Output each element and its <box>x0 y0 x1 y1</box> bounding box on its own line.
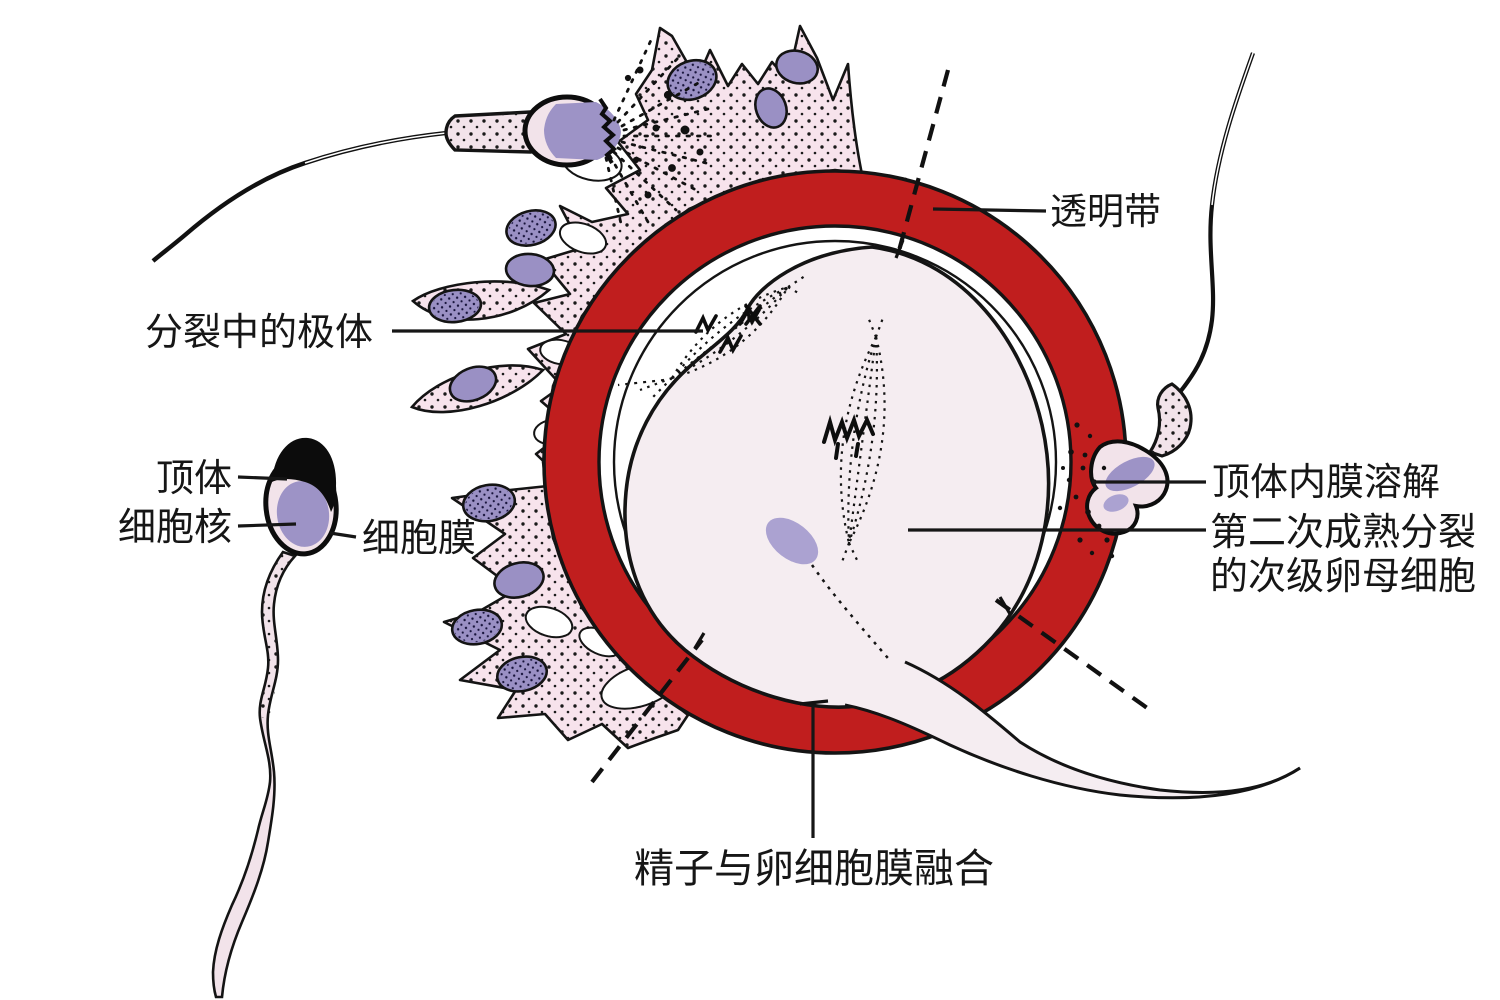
sperm2-midpiece <box>1147 382 1193 458</box>
sperm3-nucleus <box>276 481 330 547</box>
label-cell-membrane: 细胞膜 <box>362 518 476 560</box>
oocyte-membrane <box>623 245 1051 709</box>
dashed-axis-top-right <box>894 69 951 259</box>
dashed-axis-bottom-left <box>590 638 704 784</box>
sperm3-midpiece-tail <box>211 550 298 999</box>
oocyte-meiotic-spindle <box>839 314 886 563</box>
sperm3-acrosome-cap <box>272 437 337 512</box>
secondary-oocyte <box>617 245 1051 756</box>
label-acrosome-inner-membrane: 顶体内膜溶解 <box>1212 462 1440 504</box>
ring-cross-ticks <box>693 239 1012 706</box>
leader-zona <box>932 207 1047 213</box>
sperm1-acrosome-burst-edge <box>598 97 617 165</box>
label-acrosome: 顶体 <box>156 458 232 500</box>
sperm3-head <box>263 437 339 557</box>
zona-dissolving-dots <box>1057 422 1115 559</box>
sperm-labeled-whole <box>211 437 339 999</box>
sperm1-tail-core <box>304 132 447 164</box>
label-cell-nucleus: 细胞核 <box>118 507 232 549</box>
fusion-protrusion-and-tail <box>844 658 1301 800</box>
label-dividing-polar-body: 分裂中的极体 <box>145 312 373 354</box>
corona-radiata-cells <box>409 24 908 750</box>
sperm2-tail <box>1178 52 1255 394</box>
sperm-acrosome-reaction <box>151 36 718 263</box>
leader-lines <box>237 207 1206 838</box>
label-secondary-oocyte-line1: 第二次成熟分裂 <box>1210 512 1476 554</box>
leader-acrosome <box>237 475 288 481</box>
protrusion-lower-edge <box>844 703 1301 800</box>
leader-nucleus <box>237 522 297 528</box>
polar-body-chromosomes <box>694 304 762 355</box>
division-axis-dashed-lines <box>590 69 1152 784</box>
sperm1-tail <box>151 130 447 263</box>
leader-membrane <box>329 531 357 539</box>
corona-nuclei-texture <box>431 62 715 690</box>
sperm1-head <box>522 94 621 168</box>
label-sperm-egg-fusion: 精子与卵细胞膜融合 <box>634 846 994 891</box>
sperm2-tail-core <box>1211 52 1254 206</box>
sperm2-head <box>1085 439 1170 536</box>
corona-stipple-texture <box>444 26 906 748</box>
oocyte-chromosomes <box>822 413 875 460</box>
label-zona-pellucida: 透明带 <box>1050 192 1161 233</box>
label-secondary-oocyte-line2: 的次级卵母细胞 <box>1210 556 1476 598</box>
polar-body-spindle <box>617 275 806 399</box>
acrosomal-enzyme-spray <box>604 36 718 230</box>
dashed-axis-bottom-right <box>994 598 1152 712</box>
fused-sperm-head <box>765 517 819 565</box>
labels: 透明带 分裂中的极体 顶体 细胞核 细胞膜 顶体内膜溶解 第二次成熟分裂 的次级… <box>118 192 1476 891</box>
